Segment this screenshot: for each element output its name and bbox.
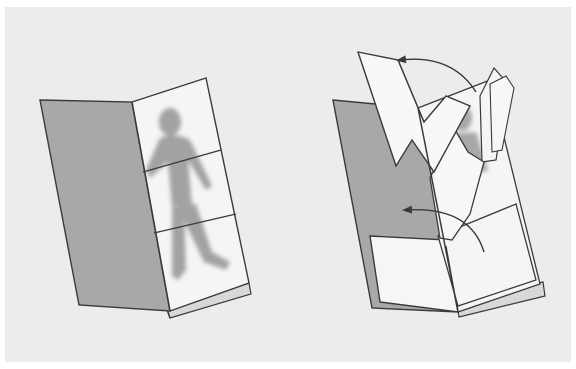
curved-arrow-icon — [400, 59, 476, 92]
closed-book — [40, 78, 251, 318]
open-flip-book — [333, 52, 545, 317]
fanned-page — [490, 76, 514, 152]
